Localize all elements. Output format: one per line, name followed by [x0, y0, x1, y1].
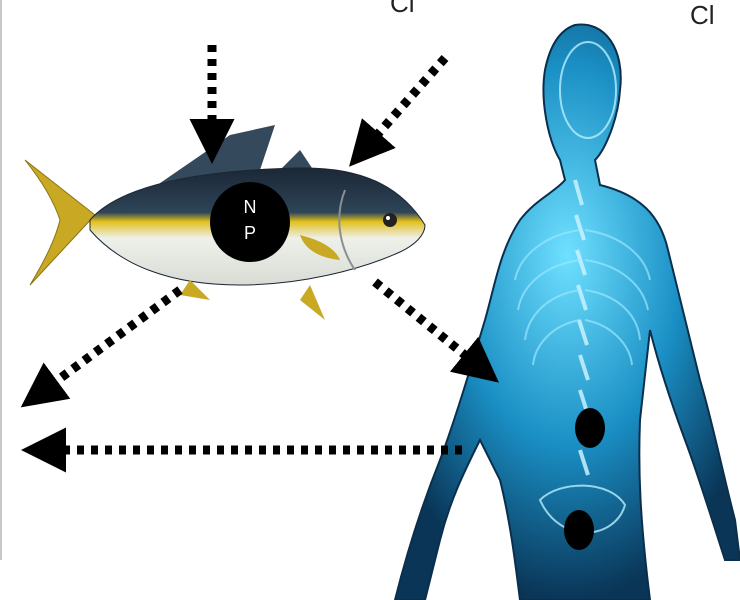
human-body-icon [395, 24, 740, 600]
kidney-node [575, 408, 605, 448]
cl-label-left: Cl [390, 0, 415, 16]
np-label-n: N [230, 196, 270, 218]
fish-eye-icon [383, 213, 397, 227]
pelvic-node [564, 510, 594, 550]
fish-figure [25, 125, 425, 320]
human-figure [395, 24, 740, 600]
cl-label-right: Cl [690, 2, 715, 28]
fish-tail-icon [25, 160, 95, 285]
fish-second-dorsal-icon [280, 150, 312, 170]
arrow-fish-out-left [28, 290, 180, 402]
fish-pelvic-fin-icon [300, 285, 325, 320]
arrow-fish-to-human [375, 282, 492, 377]
np-label-p: P [230, 222, 270, 244]
arrow-diagonal-into-fish [355, 58, 445, 160]
